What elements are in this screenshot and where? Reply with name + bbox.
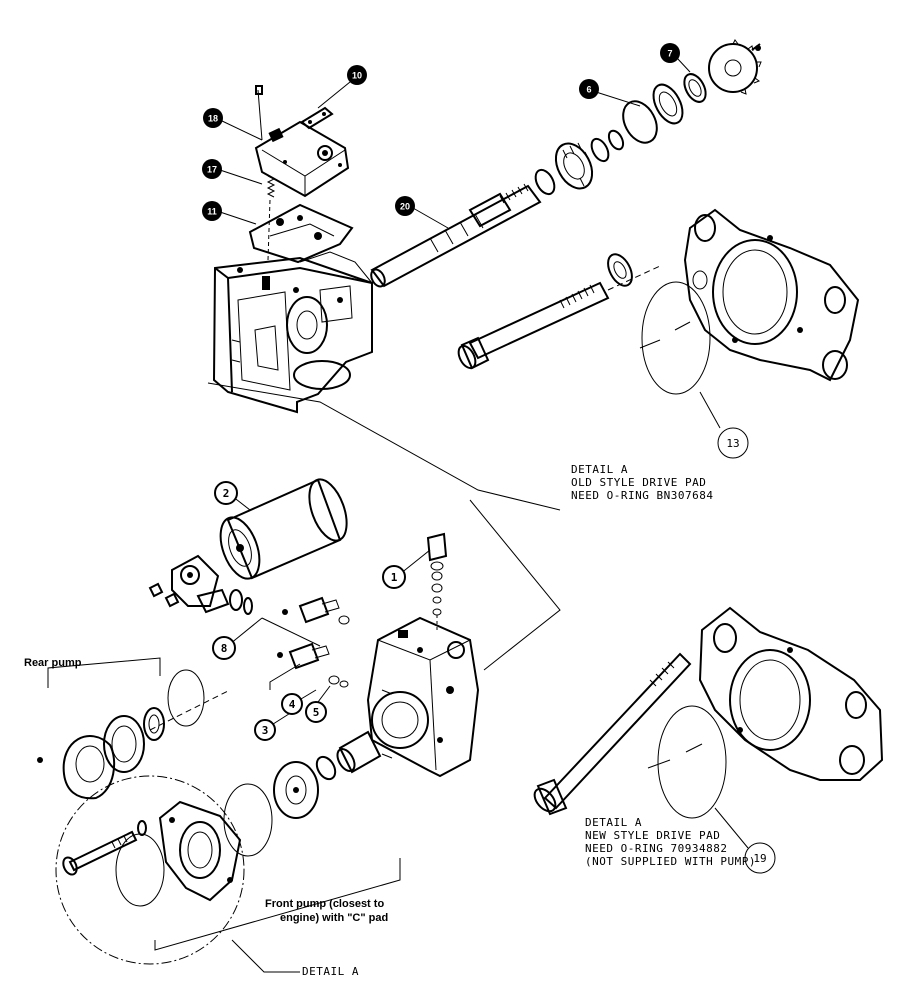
shaft-bearings — [534, 39, 762, 196]
svg-text:5: 5 — [313, 706, 320, 719]
front-pump-label-line2: engine) with "C" pad — [280, 912, 388, 924]
svg-text:2: 2 — [223, 487, 230, 500]
svg-text:11: 11 — [207, 207, 217, 217]
detail-a-bottom-label: DETAIL A — [302, 965, 359, 978]
svg-text:20: 20 — [400, 202, 410, 212]
detail-new-style-note: DETAIL A NEW STYLE DRIVE PAD NEED O-RING… — [585, 816, 756, 868]
callout-badge-4: 4 — [281, 693, 303, 715]
relief-valves — [261, 596, 350, 688]
lower-pump-housing — [366, 616, 480, 778]
svg-text:4: 4 — [289, 698, 296, 711]
front-pump-label-line1: Front pump (closest to — [265, 898, 384, 910]
upper-pump-housing — [212, 251, 373, 414]
callout-badge-20: 20 — [395, 196, 415, 216]
svg-text:1: 1 — [391, 571, 398, 584]
old-drive-pad-assembly — [457, 208, 860, 429]
svg-text:3: 3 — [262, 724, 269, 737]
svg-text:(NOT SUPPLIED WITH PUMP): (NOT SUPPLIED WITH PUMP) — [585, 855, 756, 868]
svg-text:DETAIL A: DETAIL A — [585, 816, 642, 829]
svg-text:19: 19 — [753, 852, 766, 865]
svg-text:13: 13 — [726, 437, 739, 450]
callout-badge-18: 18 — [203, 108, 223, 128]
svg-text:10: 10 — [352, 71, 362, 81]
svg-text:18: 18 — [208, 114, 218, 124]
svg-text:7: 7 — [667, 49, 672, 59]
ring-callout-19: 19 — [744, 842, 776, 874]
coupler — [315, 730, 382, 781]
svg-text:NEW STYLE DRIVE PAD: NEW STYLE DRIVE PAD — [585, 829, 720, 842]
filter-head — [148, 554, 253, 615]
rear-pump-parts — [37, 657, 231, 800]
drive-shaft — [370, 183, 542, 288]
svg-text:6: 6 — [586, 85, 591, 95]
callout-badge-5: 5 — [305, 701, 327, 723]
callout-badge-8: 8 — [212, 636, 236, 660]
svg-text:17: 17 — [207, 165, 217, 175]
callout-badge-17: 17 — [202, 159, 222, 179]
callout-badge-3: 3 — [254, 719, 276, 741]
svg-text:DETAIL A: DETAIL A — [571, 463, 628, 476]
new-drive-pad-assembly — [533, 606, 884, 849]
filter-cartridge — [219, 478, 348, 580]
svg-text:NEED O-RING BN307684: NEED O-RING BN307684 — [571, 489, 713, 502]
svg-text:NEED O-RING 70934882: NEED O-RING 70934882 — [585, 842, 727, 855]
valve-stack — [426, 532, 448, 630]
detail-a-leader — [231, 939, 300, 973]
callout-badge-2: 2 — [214, 481, 238, 505]
gasket — [248, 203, 354, 264]
callout-badge-6: 6 — [579, 79, 599, 99]
spring — [266, 175, 276, 261]
rear-pump-label: Rear pump — [24, 657, 82, 669]
svg-text:8: 8 — [221, 642, 228, 655]
callout-badge-1: 1 — [382, 565, 406, 589]
assembly-guide-line — [207, 382, 561, 511]
svg-text:OLD STYLE DRIVE PAD: OLD STYLE DRIVE PAD — [571, 476, 706, 489]
ring-callout-13: 13 — [717, 427, 749, 459]
link-part — [300, 106, 334, 130]
callout-badge-10: 10 — [347, 65, 367, 85]
callout-leaders — [219, 57, 691, 727]
front-pump-parts — [55, 761, 401, 965]
callout-badge-11: 11 — [202, 201, 222, 221]
detail-old-style-note: DETAIL A OLD STYLE DRIVE PAD NEED O-RING… — [571, 463, 713, 502]
assembly-guide-line-2 — [469, 499, 561, 671]
cover-plate — [254, 85, 350, 198]
callout-badge-7: 7 — [660, 43, 680, 63]
